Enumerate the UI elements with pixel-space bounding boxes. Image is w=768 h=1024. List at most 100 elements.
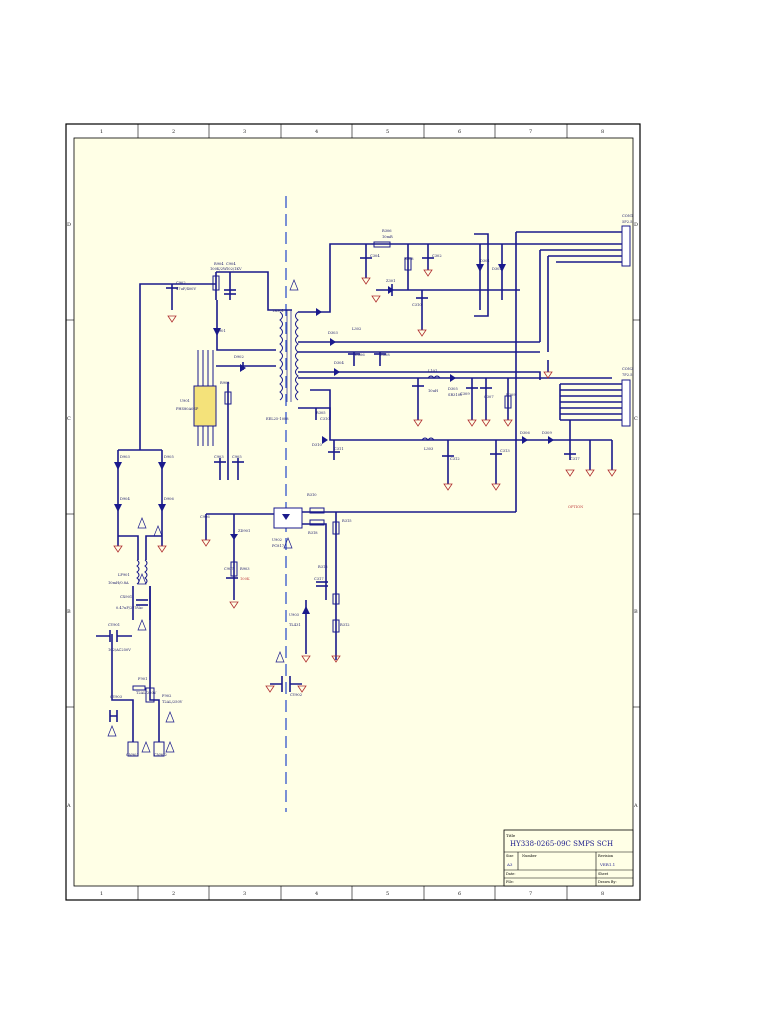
warning-icon (165, 711, 175, 723)
svg-text:D304: D304 (334, 361, 344, 365)
svg-text:C317: C317 (570, 457, 580, 461)
svg-text:R318: R318 (308, 531, 318, 535)
svg-text:D302: D302 (492, 267, 502, 271)
transformer-part: EEL25-1088 (266, 417, 289, 421)
svg-text:C304: C304 (370, 254, 380, 258)
warning-icon (107, 725, 117, 737)
svg-text:D309: D309 (542, 431, 552, 435)
svg-text:R308: R308 (404, 257, 414, 261)
connector-con2 (621, 379, 631, 427)
snubber-r-label: R904 (214, 262, 224, 266)
feedback-loop: U902 PC817 U903 TL431 (265, 507, 516, 693)
snubber-r-value: 100K/2W (210, 267, 227, 271)
row-label: A (633, 803, 638, 809)
svg-text:D901: D901 (216, 329, 226, 333)
svg-text:R902: R902 (220, 381, 230, 385)
bridge-diode-4 (158, 504, 166, 512)
svg-text:R309: R309 (506, 393, 516, 397)
col-label: 4 (315, 129, 318, 135)
svg-text:C311: C311 (334, 447, 344, 451)
con2-wiring: CON2 7P2.5 (559, 367, 633, 427)
svg-text:R315: R315 (342, 519, 352, 523)
svg-text:C907: C907 (224, 567, 234, 571)
col-label: 8 (601, 891, 604, 897)
res-red-label: 100K (240, 577, 250, 581)
svg-text:D303: D303 (328, 331, 338, 335)
svg-text:C306: C306 (355, 353, 365, 357)
svg-text:C317: C317 (314, 577, 324, 581)
svg-text:C903: C903 (214, 455, 224, 459)
svg-text:C310: C310 (412, 303, 422, 307)
fuse-f901 (145, 687, 155, 703)
size-value: A3 (506, 862, 513, 867)
svg-text:CY903: CY903 (110, 695, 123, 699)
bulk-cap-value: 47uF/400V (176, 287, 196, 291)
svg-text:R305: R305 (316, 411, 326, 415)
y-cap-label: CY901 (108, 623, 120, 627)
row-labels-right: D C B A (633, 222, 638, 809)
warning-icon (137, 573, 147, 585)
svg-text:C307: C307 (484, 395, 494, 399)
con1-type: 5P2.5 (622, 220, 633, 224)
regulator-ref: U903 (289, 613, 300, 617)
con2-type: 7P2.5 (622, 373, 633, 377)
snubber-network: R904 100K/2W C904 102/1KV (210, 262, 292, 351)
svg-text:R312: R312 (340, 623, 350, 627)
col-label: 1 (100, 129, 103, 135)
column-labels-top: 1 2 3 4 5 6 7 8 (100, 129, 604, 135)
svg-text:D301: D301 (480, 259, 490, 263)
bridge-diode-2 (158, 462, 166, 470)
svg-text:C312: C312 (450, 457, 460, 461)
fuse-label: F901 (138, 677, 147, 681)
title-block: Title HY338-0265-09C SMPS SCH Size Numbe… (503, 829, 634, 887)
svg-text:C302: C302 (432, 254, 442, 258)
svg-text:C310: C310 (320, 417, 330, 421)
svg-text:CN901: CN901 (126, 753, 139, 757)
controller-ref: U901 (180, 399, 190, 403)
fuse2-label: F902 (162, 694, 171, 698)
col-label: 5 (386, 891, 389, 897)
svg-text:D310: D310 (312, 443, 322, 447)
option-note: OPTION (568, 505, 583, 509)
column-labels-bottom: 1 2 3 4 5 6 7 8 (100, 891, 604, 897)
optocoupler-u902 (273, 507, 303, 529)
row-label: B (634, 609, 638, 615)
warning-icon (289, 279, 299, 291)
row-label: C (634, 416, 638, 422)
col-label: 7 (529, 129, 532, 135)
bridge-diode-3 (114, 504, 122, 512)
title-label: Title (506, 833, 516, 838)
warning-icon (153, 525, 163, 537)
out-diode-ref: D305 (448, 387, 458, 391)
fuse2-value: T2AL/250V (162, 700, 183, 704)
warning-icon (283, 537, 293, 549)
sheet-label: Sheet (598, 872, 609, 876)
thermistor (132, 685, 146, 691)
svg-text:D306: D306 (520, 431, 530, 435)
drawn-label: Drawn By: (598, 880, 617, 884)
svg-text:ZD901: ZD901 (238, 529, 250, 533)
svg-text:C906: C906 (200, 515, 210, 519)
x-cap-value: 0.47uF/275Vac (116, 606, 143, 610)
svg-text:CY902: CY902 (290, 693, 302, 697)
col-label: 2 (172, 891, 175, 897)
date-label: Date: (506, 872, 516, 876)
row-label: A (66, 803, 71, 809)
svg-text:R313: R313 (318, 565, 328, 569)
transformer: TR901 EEL25-1088 (266, 309, 299, 421)
col-label: 5 (386, 129, 389, 135)
file-label: File: (506, 880, 514, 884)
svg-text:Z301: Z301 (386, 279, 395, 283)
line-filter-value: 10mH/0.8A (108, 581, 129, 585)
svg-text:C308: C308 (380, 353, 390, 357)
revision-label: Revision (598, 854, 614, 858)
snubber-c-label: C904 (226, 262, 236, 266)
svg-text:L303: L303 (424, 447, 434, 451)
svg-text:D904: D904 (120, 497, 130, 501)
col-label: 2 (172, 129, 175, 135)
row-label: D (634, 222, 638, 228)
column-ticks (66, 124, 640, 900)
svg-text:L302: L302 (352, 327, 361, 331)
out-diode-part: SR3100 (448, 393, 463, 397)
svg-text:CN902: CN902 (154, 753, 167, 757)
